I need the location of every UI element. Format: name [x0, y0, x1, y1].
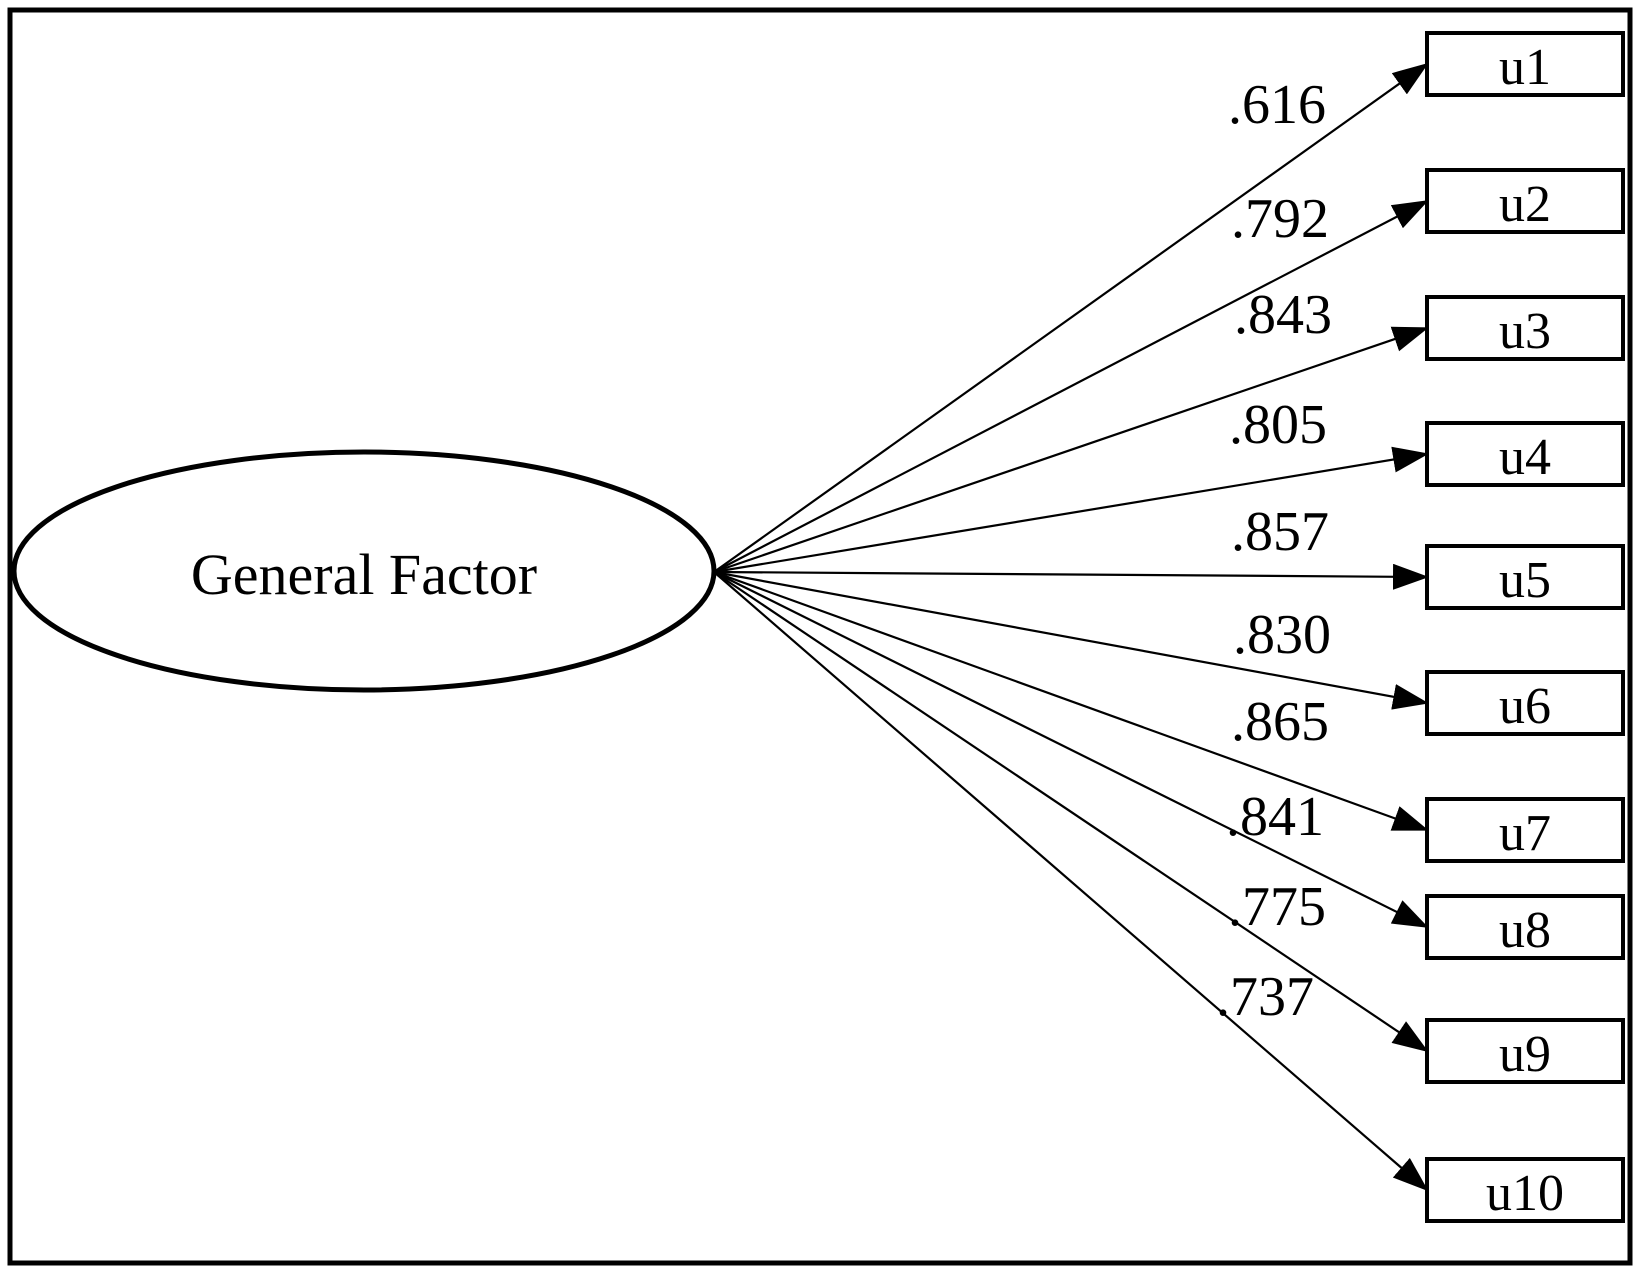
indicator-box-u2 [1425, 168, 1625, 234]
indicator-box-u3 [1425, 295, 1625, 361]
loading-arrow-u8 [713, 571, 1429, 928]
indicator-label-u1: u1 [1499, 39, 1551, 96]
indicator-label-u4: u4 [1499, 429, 1551, 486]
loading-arrow-u3 [713, 326, 1429, 574]
indicator-label-u7: u7 [1499, 805, 1551, 862]
loading-arrow-u2 [713, 200, 1429, 573]
indicator-box-u4 [1425, 421, 1625, 487]
indicator-label-u2: u2 [1499, 176, 1551, 233]
indicator-box-u5 [1425, 544, 1625, 610]
loading-arrow-u9 [713, 571, 1429, 1053]
loading-arrow-u10 [713, 571, 1429, 1192]
loading-value-u7: .865 [1231, 691, 1329, 753]
indicator-group-u10: .737 u10 [713, 571, 1625, 1223]
loading-arrow-u6 [713, 570, 1429, 710]
indicator-box-u9 [1425, 1018, 1625, 1084]
indicator-label-u8: u8 [1499, 902, 1551, 959]
loading-arrow-u1 [713, 62, 1429, 573]
indicator-box-u7 [1425, 797, 1625, 863]
factor-label: General Factor [191, 542, 537, 607]
loading-value-u3: .843 [1234, 284, 1332, 346]
indicator-box-u1 [1425, 31, 1625, 97]
indicator-box-u8 [1425, 894, 1625, 960]
loading-value-u8: .841 [1226, 786, 1324, 848]
indicator-label-u5: u5 [1499, 552, 1551, 609]
indicator-label-u3: u3 [1499, 303, 1551, 360]
loading-value-u4: .805 [1229, 394, 1327, 456]
loading-value-u5: .857 [1231, 501, 1329, 563]
loading-value-u6: .830 [1233, 604, 1331, 666]
loading-arrow-u7 [713, 570, 1429, 832]
indicator-group-u5: .857 u5 [713, 501, 1625, 610]
loading-value-u1: .616 [1228, 74, 1326, 136]
loading-value-u2: .792 [1231, 188, 1329, 250]
indicator-group-u9: .775 u9 [713, 571, 1625, 1084]
indicator-group-u6: .830 u6 [713, 570, 1625, 736]
indicator-box-u10 [1425, 1157, 1625, 1223]
indicator-group-u3: .843 u3 [713, 284, 1625, 574]
indicator-group-u2: .792 u2 [713, 168, 1625, 573]
indicator-label-u10: u10 [1486, 1165, 1564, 1222]
loading-arrow-u5 [713, 563, 1429, 590]
indicator-group-u7: .865 u7 [713, 570, 1625, 863]
loading-value-u9: .775 [1228, 876, 1326, 938]
indicator-group-u4: .805 u4 [713, 394, 1625, 574]
indicator-box-u6 [1425, 670, 1625, 736]
indicator-group-u1: .616 u1 [713, 31, 1625, 573]
indicator-label-u6: u6 [1499, 678, 1551, 735]
loading-arrow-u4 [713, 446, 1429, 574]
loading-value-u10: .737 [1216, 966, 1314, 1028]
figure-border [7, 7, 1633, 1266]
indicator-group-u8: .841 u8 [713, 571, 1625, 960]
indicator-label-u9: u9 [1499, 1026, 1551, 1083]
